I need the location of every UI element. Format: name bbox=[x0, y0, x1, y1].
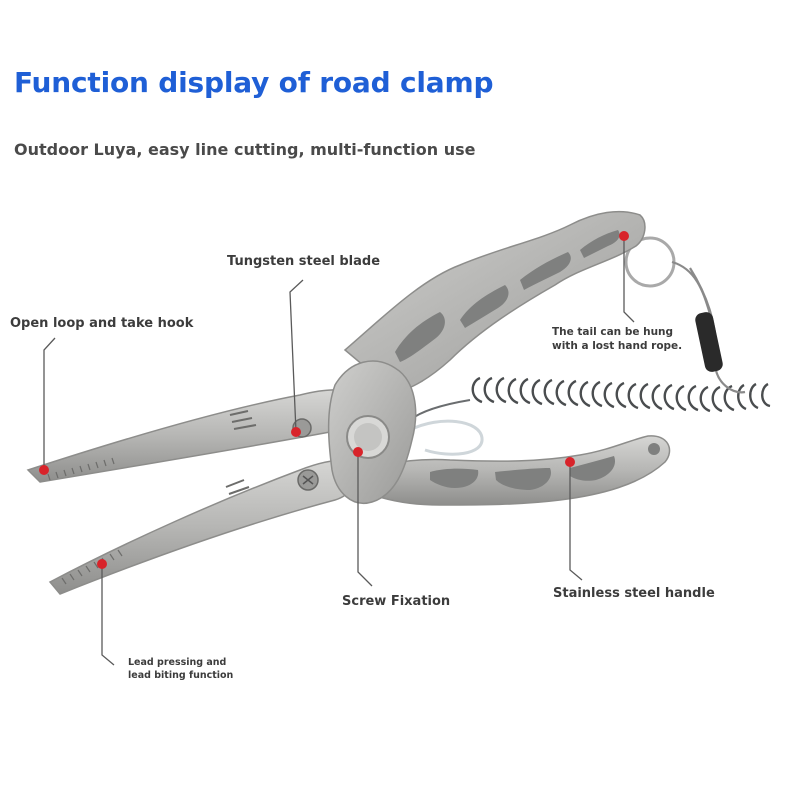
callout-lead-line1: Lead pressing and bbox=[128, 657, 227, 668]
lower-handle-hole bbox=[648, 443, 660, 455]
callout-markers bbox=[39, 231, 629, 569]
marker-open-loop bbox=[39, 465, 49, 475]
page-subtitle: Outdoor Luya, easy line cutting, multi-f… bbox=[14, 140, 476, 159]
upper-jaw-teeth bbox=[47, 457, 115, 481]
upper-handle-cutouts bbox=[395, 230, 620, 362]
marker-screw bbox=[353, 447, 363, 457]
lower-handle-cutouts bbox=[430, 456, 616, 490]
callout-tail: The tail can be hung with a lost hand ro… bbox=[552, 325, 682, 353]
callout-lead: Lead pressing and lead biting function bbox=[128, 656, 233, 682]
upper-jaw-grooves bbox=[229, 410, 257, 430]
lanyard-clear-loop bbox=[409, 419, 484, 456]
callout-tail-line2: with a lost hand rope. bbox=[552, 340, 683, 352]
lanyard-cord bbox=[409, 399, 471, 421]
callout-stainless-handle: Stainless steel handle bbox=[553, 586, 715, 601]
callout-tail-line1: The tail can be hung bbox=[552, 326, 674, 338]
callout-open-loop: Open loop and take hook bbox=[10, 316, 194, 331]
leader-lines bbox=[43, 236, 635, 666]
marker-handle bbox=[565, 457, 575, 467]
marker-tungsten-blade bbox=[291, 427, 301, 437]
callout-lead-line2: lead biting function bbox=[128, 670, 234, 681]
heat-shrink-sleeve bbox=[695, 312, 723, 372]
marker-tail bbox=[619, 231, 629, 241]
coiled-lanyard bbox=[471, 376, 771, 413]
callout-tungsten-blade: Tungsten steel blade bbox=[227, 254, 381, 269]
page-title: Function display of road clamp bbox=[14, 66, 494, 99]
lower-jaw-grooves bbox=[225, 479, 250, 495]
marker-lead bbox=[97, 559, 107, 569]
callout-screw-fixation: Screw Fixation bbox=[342, 594, 451, 609]
